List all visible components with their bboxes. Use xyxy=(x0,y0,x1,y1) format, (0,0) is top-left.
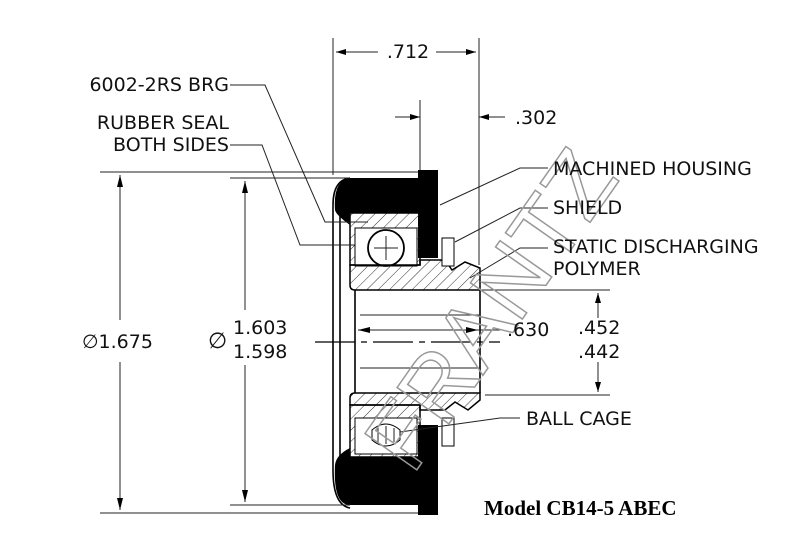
callout-bearing: 6002-2RS BRG xyxy=(89,74,229,96)
callout-housing: MACHINED HOUSING xyxy=(553,158,752,180)
static-discharging-polymer xyxy=(349,237,481,447)
bearing-6002 xyxy=(349,212,421,458)
callout-shield: SHIELD xyxy=(553,197,622,219)
dim-bore-length: .630 xyxy=(507,319,549,341)
callout-polymer-line2: POLYMER xyxy=(553,258,641,280)
dim-bore-min: .442 xyxy=(578,341,620,363)
callout-ball-cage: BALL CAGE xyxy=(526,408,632,430)
dim-bearing-od-min: 1.598 xyxy=(233,341,287,363)
dim-outer-diameter: ∅1.675 xyxy=(82,331,153,353)
callout-polymer-line1: STATIC DISCHARGING xyxy=(553,236,759,258)
callout-seal-line1: RUBBER SEAL xyxy=(97,112,229,134)
machined-housing xyxy=(332,170,438,515)
shield xyxy=(441,237,455,267)
model-title: Model CB14-5 ABEC xyxy=(484,496,677,520)
callout-leaders xyxy=(230,84,548,433)
dim-overall-width: .712 xyxy=(387,41,429,63)
dim-flange-offset: .302 xyxy=(515,107,557,129)
dim-bearing-od-max: 1.603 xyxy=(233,317,287,339)
callout-seal-line2: BOTH SIDES xyxy=(113,134,229,156)
diameter-symbol: ∅ xyxy=(208,329,227,354)
dim-bore-max: .452 xyxy=(578,317,620,339)
dimension-lines xyxy=(100,38,610,514)
